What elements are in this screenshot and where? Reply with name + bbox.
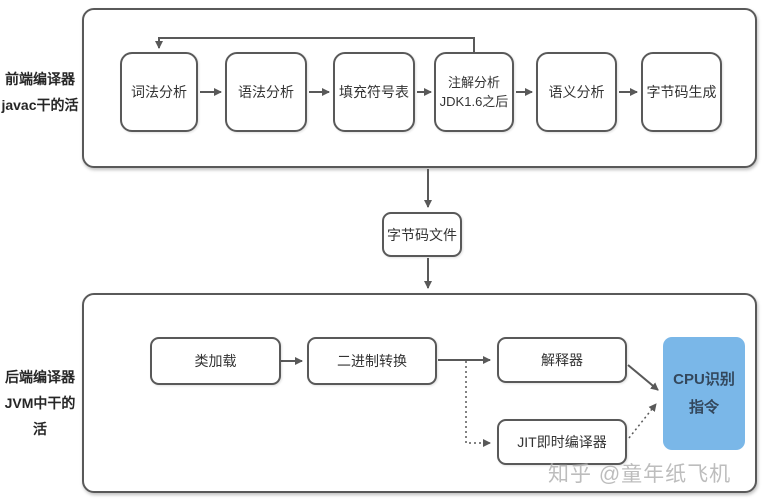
node-sublabel: JDK1.6之后 [439, 94, 509, 109]
node-label: 解释器 [541, 352, 583, 368]
backend-compiler-container [82, 293, 757, 493]
backend-label-line1: 后端编译器 [5, 369, 75, 385]
node-label: 语义分析 [548, 84, 605, 100]
node-lexical-analysis: 词法分析 [120, 52, 198, 132]
node-semantic-analysis: 语义分析 [536, 52, 617, 132]
cpu-label-line2: 指令 [688, 398, 719, 416]
node-label: 字节码生成 [646, 84, 717, 100]
node-label: 语法分析 [238, 84, 294, 100]
node-label: 词法分析 [131, 84, 187, 100]
node-label: 注解分析 [447, 75, 500, 90]
node-syntax-analysis: 语法分析 [225, 52, 307, 132]
node-annotation-analysis: 注解分析 JDK1.6之后 [434, 52, 514, 132]
backend-compiler-label: 后端编译器 JVM中干的活 [0, 364, 80, 442]
frontend-label-line1: 前端编译器 [5, 71, 75, 87]
node-fill-symbol-table: 填充符号表 [333, 52, 415, 132]
arrow-jit-to-cpu-dotted [628, 403, 657, 439]
arrow-annotation-feedback-loop [155, 37, 475, 52]
zhihu-watermark: 知乎 @童年纸飞机 [548, 463, 732, 486]
node-label: 字节码文件 [387, 226, 457, 243]
node-label: 类加载 [194, 353, 237, 369]
node-interpreter: 解释器 [497, 337, 627, 383]
node-jit-compiler: JIT即时编译器 [497, 419, 627, 465]
arrow-binary-to-jit-dotted [465, 361, 491, 447]
frontend-label-line2: javac干的活 [1, 97, 79, 113]
backend-label-line2: JVM中干的活 [4, 395, 76, 437]
cpu-label-line1: CPU识别 [673, 370, 735, 388]
node-bytecode-file: 字节码文件 [382, 212, 462, 257]
frontend-compiler-label: 前端编译器 javac干的活 [0, 66, 80, 118]
node-bytecode-generation: 字节码生成 [641, 52, 722, 132]
arrow-interpreter-to-cpu [627, 364, 659, 391]
node-label: 二进制转换 [337, 353, 407, 369]
node-binary-conversion: 二进制转换 [307, 337, 437, 385]
node-label: 填充符号表 [339, 84, 409, 100]
node-class-loading: 类加载 [150, 337, 281, 385]
node-cpu-instructions: CPU识别 指令 [663, 337, 745, 450]
node-label: JIT即时编译器 [517, 434, 607, 450]
